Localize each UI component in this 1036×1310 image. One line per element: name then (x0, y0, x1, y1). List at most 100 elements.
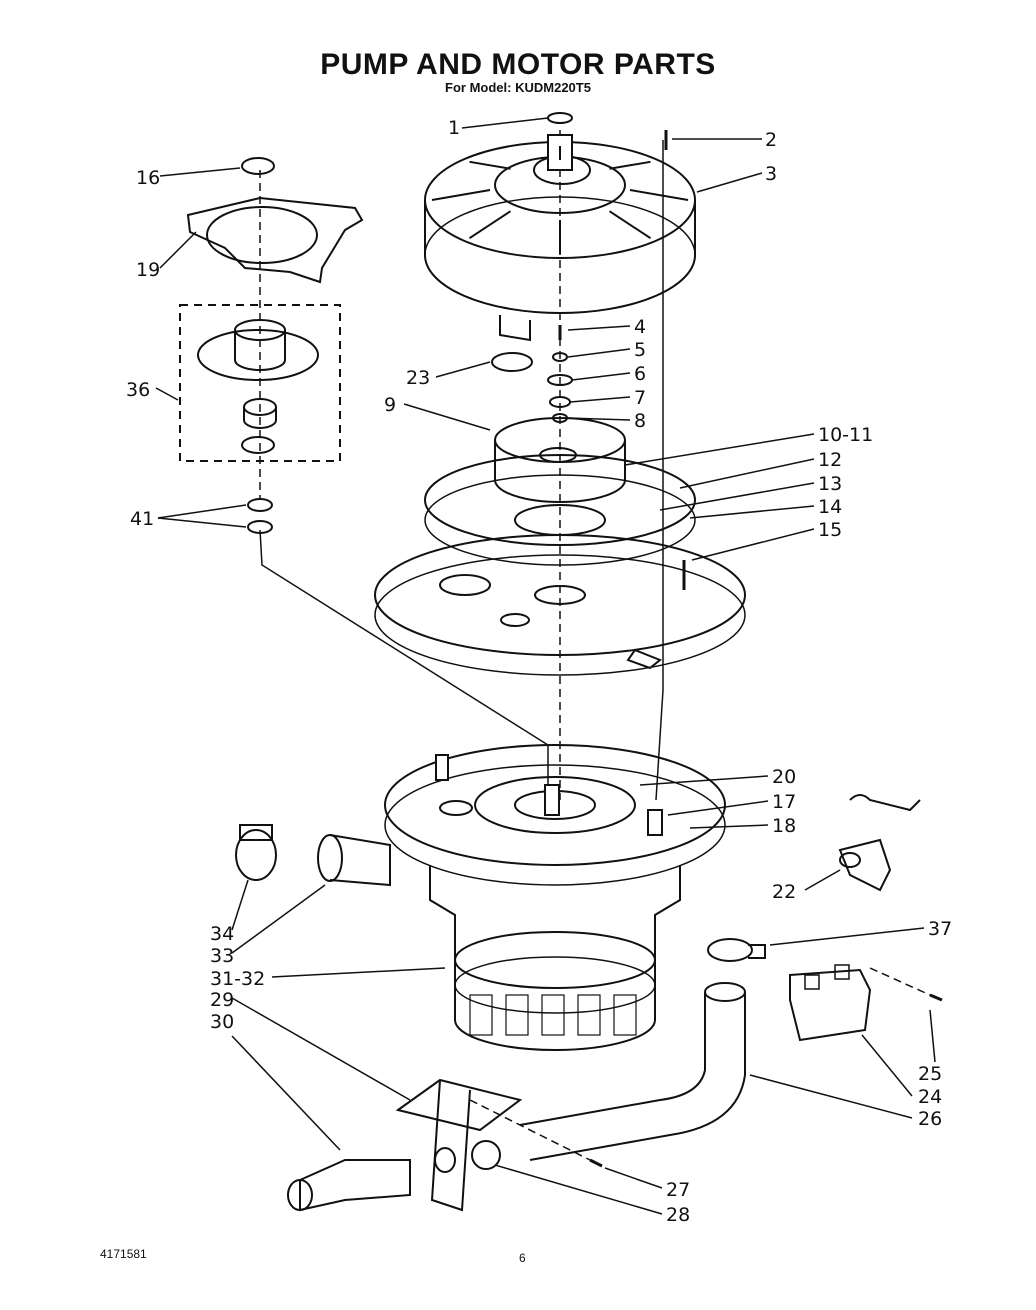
leader-line-3 (696, 172, 763, 193)
leader-line-8 (566, 417, 631, 421)
housing-36-seal-body (243, 407, 277, 429)
pump-plate-12 (424, 454, 696, 546)
part-label-36: 36 (126, 379, 150, 401)
part-label-5: 5 (634, 339, 646, 361)
hose-connector-33 (329, 834, 391, 887)
shield-plate-14-rim (374, 554, 746, 676)
leader-line-27 (604, 1167, 663, 1189)
part-label-12: 12 (818, 449, 842, 471)
fitting-30 (299, 1159, 411, 1212)
part-label-24: 24 (918, 1086, 942, 1108)
part-label-14: 14 (818, 496, 842, 518)
gasket-19-opening (206, 206, 318, 264)
screw-27 (589, 1158, 603, 1168)
part-label-13: 13 (818, 473, 842, 495)
part-label-4: 4 (634, 316, 646, 338)
clamp-37-screw (748, 944, 766, 959)
leader-line-33 (231, 884, 326, 954)
leader-line-18 (689, 824, 769, 829)
part-label-15: 15 (818, 519, 842, 541)
housing-36-flange (197, 329, 319, 381)
washer-1 (547, 112, 573, 124)
part-label-7: 7 (634, 387, 646, 409)
part-label-29: 29 (210, 989, 234, 1011)
pump-base-post-17 (647, 809, 663, 836)
clamp-34-screw (239, 824, 273, 841)
leader-line-24 (861, 1034, 913, 1097)
leader-line-15 (691, 528, 815, 561)
seal-16 (241, 157, 275, 175)
gasket-19 (186, 196, 364, 284)
washer-fitting (434, 1147, 456, 1173)
part-label-3: 3 (765, 163, 777, 185)
switch-22-wire (849, 794, 921, 812)
leader-line-20 (639, 775, 769, 786)
leader-line-10-11 (624, 433, 815, 466)
leader-line-23 (435, 361, 491, 378)
motor-housing-vent (613, 994, 637, 1036)
clamp-37 (707, 938, 753, 962)
gasket-20 (474, 776, 636, 834)
part-label-28: 28 (666, 1204, 690, 1226)
leader-line-30 (231, 1035, 341, 1151)
part-label-20: 20 (772, 766, 796, 788)
switch-22-nut (839, 852, 861, 868)
leader-line-36 (155, 387, 179, 401)
motor-housing-31-32 (429, 865, 681, 1051)
part-label-34: 34 (210, 923, 234, 945)
pump-base-stud (544, 784, 560, 816)
motor-housing-vent (577, 994, 601, 1036)
part-label-10-11: 10-11 (818, 424, 873, 446)
screw-25 (929, 993, 943, 1002)
impeller-9-body (494, 440, 626, 503)
bracket-29 (395, 1078, 523, 1132)
guide-line-screw-25 (869, 967, 931, 996)
shield-plate-hole (439, 574, 491, 596)
leader-line-13 (659, 482, 815, 511)
terminal-block-24-tab (834, 964, 850, 980)
pump-base-rim (384, 764, 726, 886)
pump-plate-12-rim (424, 474, 696, 566)
housing-36-top (234, 319, 286, 341)
seal-41-top (247, 498, 273, 512)
leader-line-12 (679, 458, 815, 489)
leader-line-41 (157, 504, 247, 519)
part-label-26: 26 (918, 1108, 942, 1130)
motor-cover-rim (424, 196, 696, 314)
part-label-41: 41 (130, 508, 154, 530)
part-label-30: 30 (210, 1011, 234, 1033)
model-subtitle: For Model: KUDM220T5 (445, 80, 591, 95)
lockwasher-5 (552, 352, 568, 362)
seal-23 (491, 352, 533, 372)
housing-36-seal-lower (241, 436, 275, 454)
leader-line-7 (569, 396, 631, 403)
drain-hose-26-edge-a (519, 992, 706, 1126)
leader-line-41-b (157, 517, 247, 528)
part-label-8: 8 (634, 410, 646, 432)
document-number: 4171581 (100, 1247, 147, 1261)
motor-housing-band (454, 931, 656, 989)
part-label-18: 18 (772, 815, 796, 837)
clamp-34 (235, 829, 277, 881)
part-label-27: 27 (666, 1179, 690, 1201)
motor-cover-rib (608, 210, 652, 240)
part-label-23: 23 (406, 367, 430, 389)
leader-line-5 (567, 348, 631, 358)
fitting-30-end (287, 1179, 313, 1211)
motor-housing-vent (505, 994, 529, 1036)
pump-base-port (439, 800, 473, 816)
page-title: PUMP AND MOTOR PARTS (320, 48, 716, 81)
leader-line-34 (231, 879, 249, 931)
leader-line-1 (461, 117, 549, 129)
leader-line-17 (667, 800, 769, 816)
leader-line-31-32 (271, 967, 446, 978)
shield-plate-tab (626, 648, 662, 670)
leader-line-14 (689, 505, 815, 519)
part-label-16: 16 (136, 167, 160, 189)
part-label-1: 1 (448, 117, 460, 139)
shield-plate-port (500, 613, 530, 627)
shield-plate-14 (374, 534, 746, 656)
bracket-29-leg (430, 1079, 471, 1212)
leader-line-4 (567, 325, 631, 331)
motor-cover-rib (431, 189, 491, 201)
